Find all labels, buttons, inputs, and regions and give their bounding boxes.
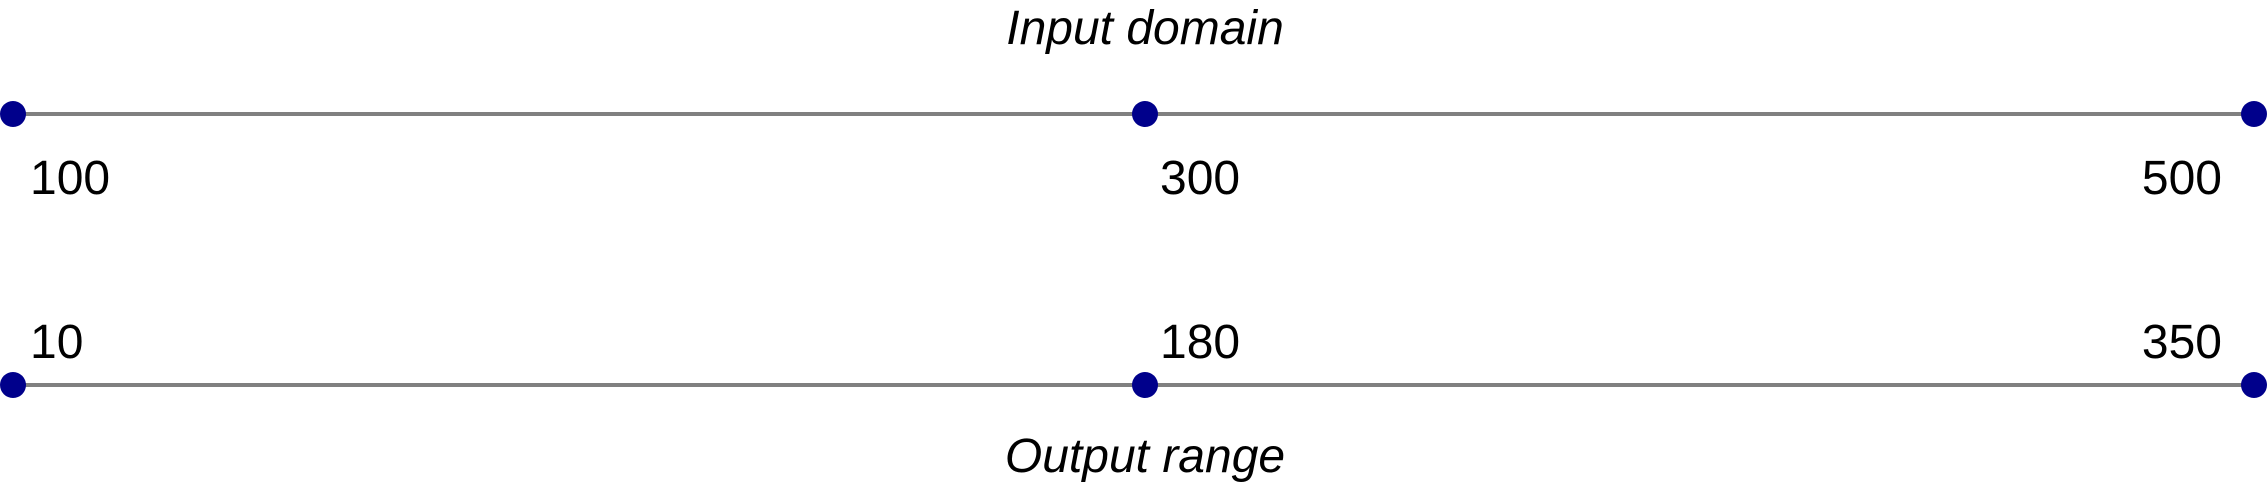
input-domain-point-mid (1132, 101, 1158, 127)
output-range-point-start (0, 372, 26, 398)
input-domain-group: Input domain 100 300 500 (0, 2, 2267, 205)
input-domain-value-start: 100 (30, 152, 110, 205)
output-range-title: Output range (1005, 430, 1285, 483)
input-domain-point-start (0, 101, 26, 127)
output-range-value-mid: 180 (1160, 316, 1240, 369)
output-range-value-start: 10 (30, 316, 83, 369)
output-range-value-end: 350 (2142, 316, 2222, 369)
output-range-group: 10 180 350 Output range (0, 316, 2267, 483)
output-range-point-mid (1132, 372, 1158, 398)
input-domain-title: Input domain (1006, 2, 1284, 55)
input-domain-point-end (2241, 101, 2267, 127)
input-domain-value-mid: 300 (1160, 152, 1240, 205)
input-domain-value-end: 500 (2142, 152, 2222, 205)
output-range-point-end (2241, 372, 2267, 398)
